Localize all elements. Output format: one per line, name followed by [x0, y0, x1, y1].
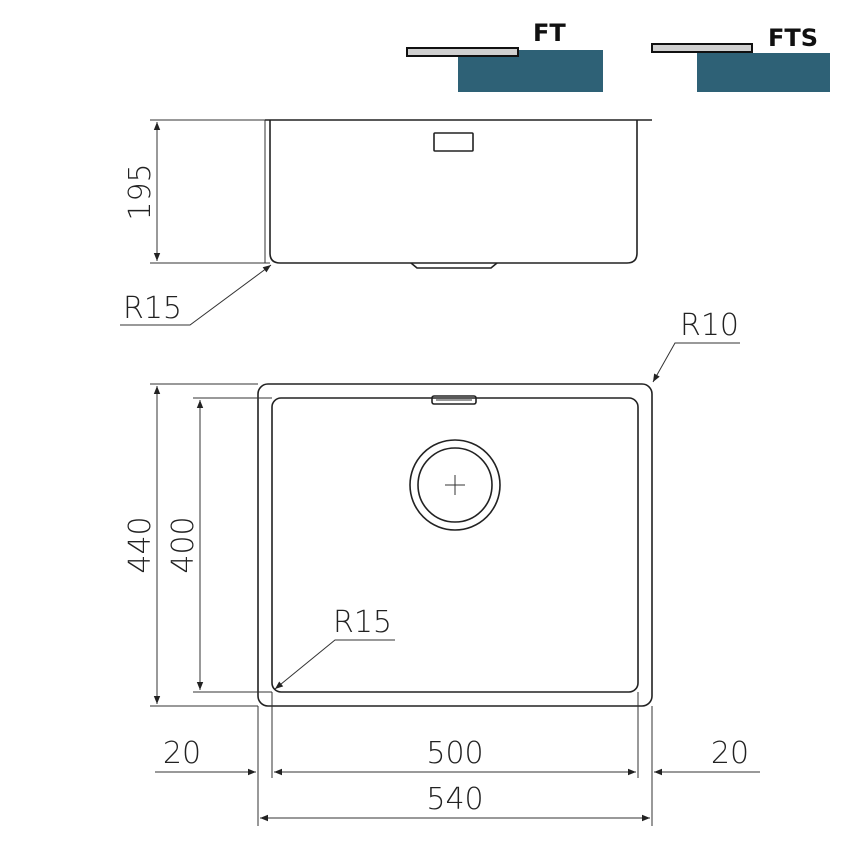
overflow-slot: [431, 395, 477, 405]
outer-depth-dimension: 440: [123, 516, 158, 573]
bowl: [271, 397, 639, 693]
radius-leader: [120, 264, 272, 326]
side-view: 195 R15: [120, 119, 652, 326]
fts-mount-icon: FTS: [651, 24, 830, 92]
side-radius-label: R15: [123, 291, 182, 326]
ft-mount-icon: FT: [406, 19, 603, 92]
outer-radius-label: R10: [680, 308, 739, 343]
sink-rim-plate: [651, 43, 753, 53]
countertop-block: [697, 53, 830, 92]
drain-icon: [409, 439, 501, 531]
drain-outlet: [410, 262, 498, 269]
outer-rim: [257, 383, 653, 707]
ft-label: FT: [533, 19, 566, 47]
overflow-slot: [433, 132, 474, 152]
bowl-width-dimension: 500: [426, 736, 483, 771]
depth-dimension: 195: [123, 163, 158, 220]
inner-depth-dimension: 400: [166, 516, 201, 573]
fts-label: FTS: [768, 24, 818, 52]
outer-width-dimension: 540: [426, 782, 483, 817]
plan-view: 440 400 R10 R15 20 500 20 540: [123, 308, 760, 826]
inner-radius-label: R15: [333, 605, 392, 640]
sink-rim-plate: [406, 47, 519, 57]
right-rim-dimension: 20: [711, 736, 749, 771]
left-rim-dimension: 20: [163, 736, 201, 771]
